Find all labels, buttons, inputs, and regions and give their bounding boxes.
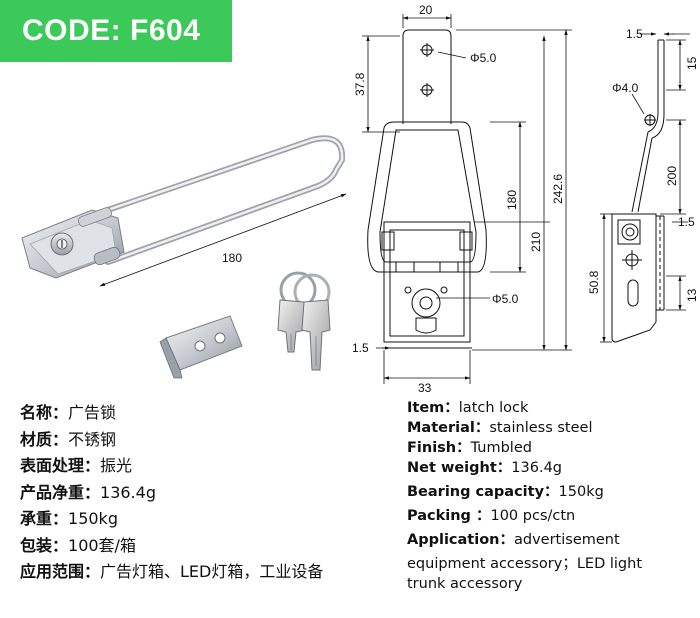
side-top-offset-label: 15	[685, 56, 699, 70]
spec-value: 136.4g	[511, 460, 563, 476]
spec-key: Net weight：	[407, 460, 512, 476]
spec-value: 136.4g	[100, 482, 156, 502]
spec-key: Material：	[407, 420, 490, 436]
code-text: CODE: F604	[22, 14, 201, 47]
front-view	[367, 29, 487, 349]
latch-photo	[21, 135, 346, 279]
keys-photo	[277, 271, 331, 371]
hole-lock-label: Φ5.0	[492, 292, 519, 306]
side-top-thickness-label: 1.5	[626, 27, 643, 41]
slot-height-label: 13	[685, 288, 699, 302]
inner-height-label: 210	[529, 232, 543, 252]
spec-value: 150kg	[558, 484, 604, 500]
body-height-label: 50.8	[587, 270, 601, 294]
spec-value: 振光	[100, 456, 133, 475]
side-view-dimensions	[600, 32, 690, 343]
spec-row-material: 材质：不锈钢	[20, 427, 400, 454]
spec-row-name: 名称：广告锁	[20, 400, 400, 427]
spec-row-capacity: Bearing capacity：150kg	[407, 482, 697, 502]
code-badge: CODE: F604	[0, 0, 232, 62]
total-height-label: 242.6	[551, 174, 565, 204]
spec-value: 100 pcs/ctn	[490, 508, 576, 524]
spec-row-finish: Finish：Tumbled	[407, 438, 697, 458]
spec-value: equipment accessory；LED light	[407, 556, 643, 572]
spec-key: 材质：	[20, 429, 69, 449]
spec-key: Packing ：	[407, 508, 491, 524]
spec-value: 100套/箱	[68, 535, 136, 555]
side-plate-thickness-label: 1.5	[678, 215, 695, 229]
spec-key: 包装：	[20, 535, 69, 555]
side-view	[611, 39, 665, 343]
spec-row-finish: 表面处理：振光	[20, 453, 400, 480]
spec-key: Application：	[407, 532, 514, 548]
spec-row-application-cont: trunk accessory	[407, 574, 697, 594]
spec-row-application: Application：advertisement	[407, 530, 697, 550]
spec-value: trunk accessory	[407, 576, 523, 592]
spec-list-chinese: 名称：广告锁 材质：不锈钢 表面处理：振光 产品净重：136.4g 承重：150…	[20, 400, 400, 586]
spec-row-packing: Packing ：100 pcs/ctn	[407, 506, 697, 526]
spec-key: Finish：	[407, 440, 471, 456]
side-view-labels: 1.5 15 Φ4.0 200 1.5 50.8 13	[587, 27, 699, 302]
spec-row-application: 应用范围：广告灯箱、LED灯箱，工业设备	[20, 559, 400, 586]
spec-row-application-cont: equipment accessory；LED light	[407, 554, 697, 574]
spec-value: 150kg	[68, 509, 118, 528]
pivot-label: Φ4.0	[612, 81, 639, 95]
spec-list-english: Item：latch lock Material：stainless steel…	[407, 398, 697, 594]
spec-key: 表面处理：	[20, 456, 101, 475]
strike-plate-photo	[159, 315, 243, 379]
spec-key: Item：	[407, 400, 459, 416]
plate-thickness-label: 1.5	[352, 341, 369, 355]
spec-key: 产品净重：	[20, 482, 101, 502]
arm-length-label: 200	[665, 166, 679, 186]
spec-key: 名称：	[20, 403, 69, 422]
top-height-label: 37.8	[353, 72, 367, 96]
loop-height-label: 180	[505, 190, 519, 210]
front-view-labels: 20 Φ5.0 37.8 180 210 242.6 Φ5.0 1.5 33	[352, 3, 565, 395]
spec-value: latch lock	[458, 400, 529, 416]
spec-key: 承重：	[20, 509, 69, 528]
spec-value: 广告锁	[68, 403, 117, 422]
spec-value: 广告灯箱、LED灯箱，工业设备	[100, 562, 324, 581]
spec-row-weight: 产品净重：136.4g	[20, 480, 400, 507]
spec-value: advertisement	[514, 532, 620, 548]
spec-row-weight: Net weight：136.4g	[407, 458, 697, 478]
spec-value: stainless steel	[489, 420, 593, 436]
spec-row-material: Material：stainless steel	[407, 418, 697, 438]
spec-row-item: Item：latch lock	[407, 398, 697, 418]
spec-key: 应用范围：	[20, 562, 101, 581]
spec-row-packing: 包装：100套/箱	[20, 533, 400, 560]
photo-length-dimension: 180	[99, 193, 347, 287]
hole-top-label: Φ5.0	[470, 51, 497, 65]
spec-value: 不锈钢	[68, 429, 117, 449]
top-width-label: 20	[419, 3, 433, 17]
front-view-dimensions	[362, 14, 572, 384]
base-width-label: 33	[418, 381, 432, 395]
technical-drawing: 180	[21, 3, 699, 395]
spec-value: Tumbled	[470, 440, 532, 456]
spec-key: Bearing capacity：	[407, 484, 559, 500]
spec-row-capacity: 承重：150kg	[20, 506, 400, 533]
photo-length-label: 180	[222, 251, 242, 265]
